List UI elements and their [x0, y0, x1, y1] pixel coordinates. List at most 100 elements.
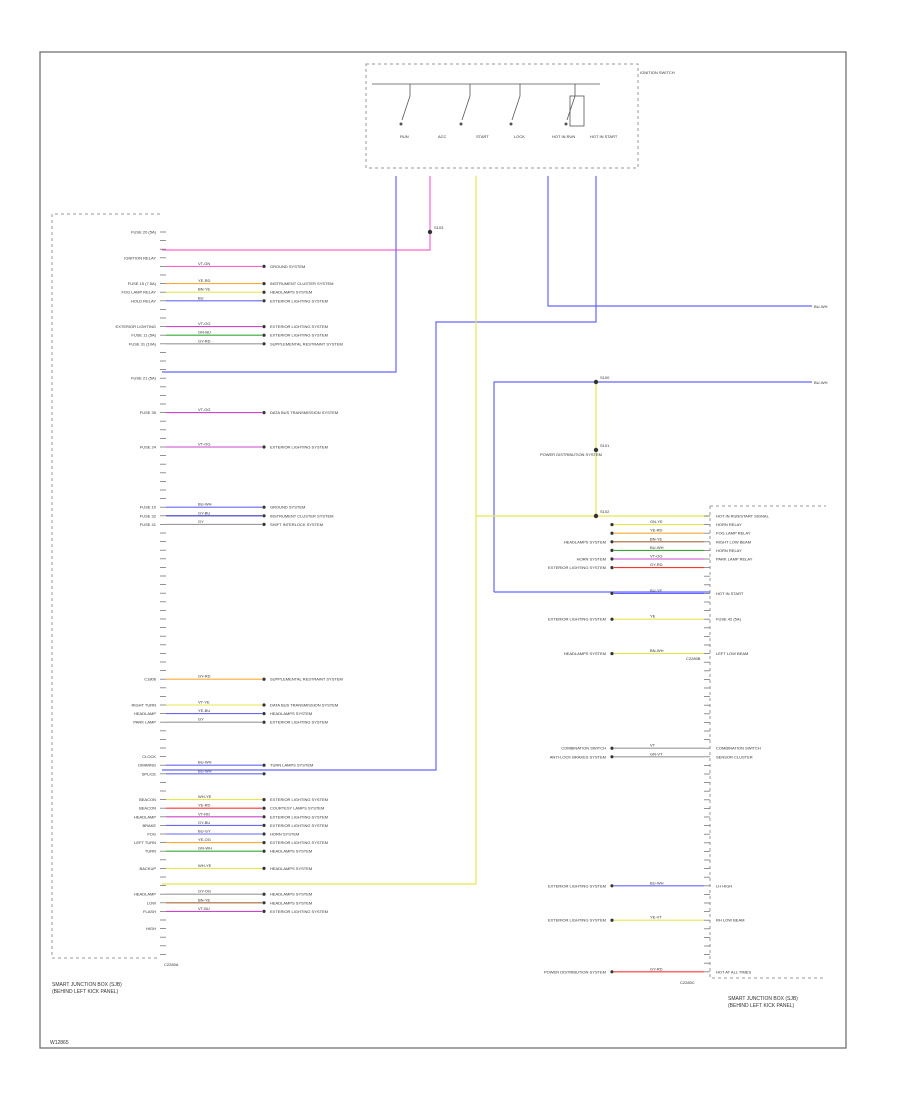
splice-label: S100	[600, 375, 610, 380]
left-system-label: GROUND SYSTEM	[270, 264, 305, 269]
left-pin-label: FOG LAMP RELAY	[121, 290, 156, 295]
switch-position-label: RUN	[400, 134, 409, 139]
right-system-label: EXTERIOR LIGHTING SYSTEM	[548, 617, 606, 622]
right-pin-label: LEFT LOW BEAM	[716, 651, 748, 656]
left-connector-dot	[262, 815, 266, 819]
splice-dot	[593, 447, 599, 453]
left-wire-code: BU-WH	[198, 760, 212, 765]
left-pin-label: FUSE 15 (7.5A)	[128, 281, 157, 286]
left-wire-code: YE-BU	[198, 708, 210, 713]
switch-contact-blade	[401, 95, 411, 121]
left-wire-code: GY-BU	[198, 820, 210, 825]
right-pin-label: SENSOR CLUSTER	[716, 754, 753, 759]
left-pin-label: DIMMING	[138, 763, 156, 768]
left-pin-label: LEFT TURN	[134, 840, 156, 845]
left-pin-label: SPLICE	[142, 771, 157, 776]
left-system-label: HEADLAMPS SYSTEM	[270, 892, 312, 897]
right-connector-dot	[610, 746, 614, 750]
left-connector-dot	[262, 832, 266, 836]
left-pin-label: FUSE 24	[140, 445, 157, 450]
left-system-label: DATA BUS TRANSMISSION SYSTEM	[270, 410, 338, 415]
right-pin-label: COMBINATION SWITCH	[716, 746, 761, 751]
left-pin-label: HIGH	[146, 926, 156, 931]
right-wire-code: BU-YE	[650, 588, 663, 593]
right-wire-code: GN-YE	[650, 519, 663, 524]
left-connector-dot	[262, 720, 266, 724]
left-system-label: EXTERIOR LIGHTING SYSTEM	[270, 298, 328, 303]
right-pin-label: HORN RELAY	[716, 548, 742, 553]
left-connector-dot	[262, 290, 266, 294]
left-wire-code: GY	[198, 519, 204, 524]
right-module-name: SMART JUNCTION BOX (SJB)	[728, 996, 798, 1002]
right-wire-code: VT-OG	[650, 554, 662, 559]
switch-position-label: LOCK	[514, 134, 525, 139]
left-wire-code: VT-RD	[198, 811, 210, 816]
right-pin-label: HORN RELAY	[716, 522, 742, 527]
left-connector-dot	[262, 514, 266, 518]
left-connector-dot	[262, 806, 266, 810]
left-pin-label: PARK LAMP	[133, 720, 156, 725]
right-connector-dot	[610, 591, 614, 596]
left-system-label: EXTERIOR LIGHTING SYSTEM	[270, 909, 328, 914]
right-module-outline	[709, 505, 826, 979]
right-wire-code: GY-RD	[650, 966, 663, 971]
left-system-label: EXTERIOR LIGHTING SYSTEM	[270, 797, 328, 802]
left-wire-code: BN-YE	[198, 287, 211, 292]
left-system-label: SUPPLEMENTAL RESTRAINT SYSTEM	[270, 341, 343, 346]
right-system-label: EXTERIOR LIGHTING SYSTEM	[548, 565, 606, 570]
wire-blue-feed	[547, 176, 812, 307]
right-pin-label: FUSE 42 (5A)	[716, 617, 742, 622]
left-connector-dot	[262, 866, 266, 871]
right-connector-dot	[610, 557, 614, 561]
diagram-frame	[39, 51, 847, 1049]
left-pin-label: BRAKE	[142, 823, 156, 828]
right-connector-dot	[610, 523, 614, 527]
switch-position-label: HOT IN RUN	[552, 134, 575, 139]
left-wire-code: VT-GN	[198, 261, 210, 266]
left-wire-code: GY-RD	[198, 674, 211, 679]
right-connector-dot	[610, 918, 614, 922]
switch-contact-point	[399, 122, 403, 126]
left-system-label: EXTERIOR LIGHTING SYSTEM	[270, 333, 328, 338]
right-connector-dot	[610, 566, 614, 570]
left-system-label: HEADLAMPS SYSTEM	[270, 900, 312, 905]
left-connector-dot	[262, 798, 266, 802]
left-wire-code: VT-OG	[198, 442, 210, 447]
right-connector-dot	[610, 548, 614, 553]
switch-position-label: START	[476, 134, 489, 139]
wire-blue-fuse	[162, 176, 397, 373]
left-connector-dot	[262, 909, 266, 914]
switch-contact-point	[459, 122, 463, 126]
left-connector-dot	[262, 505, 266, 509]
left-system-label: EXTERIOR LIGHTING SYSTEM	[270, 324, 328, 329]
wire-pink	[162, 176, 431, 251]
right-wire-code: GN-VT	[650, 751, 663, 756]
left-wire-code: BU-WH	[198, 768, 212, 773]
left-system-label: EXTERIOR LIGHTING SYSTEM	[270, 720, 328, 725]
left-system-label: HEADLAMPS SYSTEM	[270, 866, 312, 871]
right-connector-dot	[610, 540, 614, 544]
left-connector-dot	[262, 841, 266, 845]
switch-contact-blade	[511, 95, 521, 121]
left-pin-label: EXTERIOR LIGHTING	[116, 324, 156, 329]
right-pin-label: LH HIGH	[716, 883, 732, 888]
left-pin-label: BACKUP	[140, 866, 157, 871]
left-wire-code: BN-YE	[198, 897, 211, 902]
right-connector-dot	[610, 531, 614, 535]
right-wire-code: BN-YE	[650, 536, 663, 541]
left-connector-dot	[262, 703, 266, 707]
right-pin-label: RH LOW BEAM	[716, 918, 744, 923]
left-pin-label: FUSE 31 (10A)	[129, 341, 157, 346]
left-connector-dot	[262, 325, 266, 329]
left-system-label: COURTESY LAMPS SYSTEM	[270, 806, 324, 811]
switch-contact-point	[509, 122, 513, 126]
right-connector-dot	[610, 617, 614, 621]
left-pin-label: BEACON	[139, 797, 156, 802]
left-system-label: EXTERIOR LIGHTING SYSTEM	[270, 814, 328, 819]
left-pin-label: FLASH	[143, 909, 156, 914]
splice-dot	[593, 379, 599, 385]
left-system-label: INSTRUMENT CLUSTER SYSTEM	[270, 281, 334, 286]
switch-name: IGNITION SWITCH	[640, 70, 675, 75]
splice-label: S101	[600, 443, 610, 448]
